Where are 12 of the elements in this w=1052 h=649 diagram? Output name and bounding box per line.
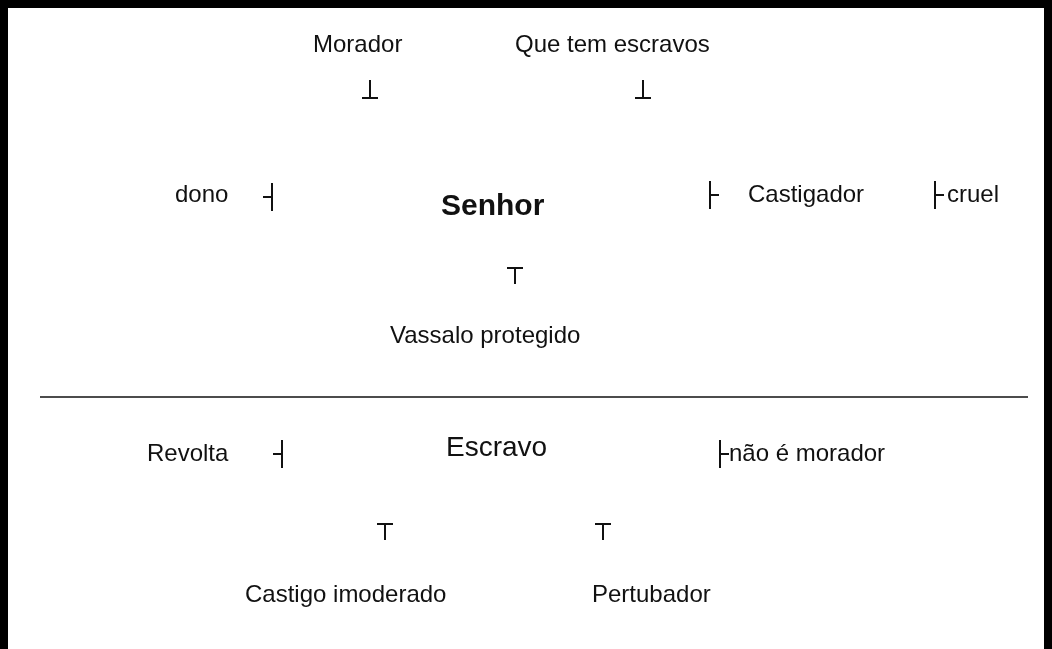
text-label: Morador [313,32,403,56]
text-label: cruel [947,182,1000,206]
text-label: Pertubador [592,582,711,606]
text-label: não é morador [729,441,886,465]
text-label: dono [175,182,229,206]
text-label: Castigo imoderado [245,582,447,606]
term-heading: Senhor [441,190,545,220]
text-label: Revolta [147,441,229,465]
term-heading: Escravo [446,433,548,461]
text-label: Vassalo protegido [390,323,581,347]
text-label: Que tem escravos [515,32,710,56]
text-label: Castigador [748,182,865,206]
